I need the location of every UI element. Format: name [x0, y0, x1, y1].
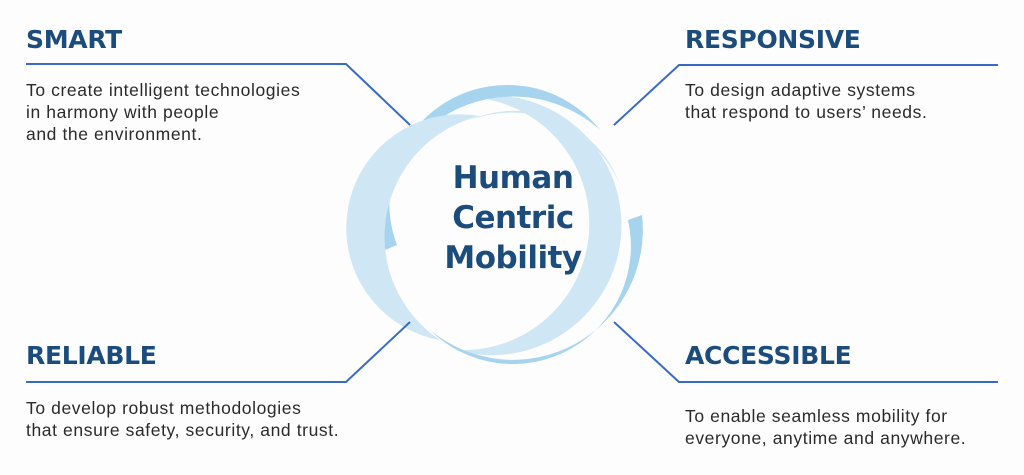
quadrant-title-reliable: RELIABLE: [26, 341, 157, 370]
description-line: To develop robust methodologies: [26, 398, 302, 418]
center-title-line: Human: [452, 160, 574, 196]
description-line: everyone, anytime and anywhere.: [685, 428, 967, 448]
ring-crescent-light-left: [346, 114, 480, 340]
description-line: that ensure safety, security, and trust.: [26, 420, 340, 440]
description-line: and the environment.: [26, 124, 203, 144]
quadrant-description-smart: To create intelligent technologies in ha…: [26, 79, 300, 145]
description-line: To enable seamless mobility for: [685, 406, 948, 426]
connector-reliable: [26, 321, 411, 383]
description-line: To design adaptive systems: [685, 80, 916, 100]
quadrant-title-smart: SMART: [26, 25, 122, 54]
center-title: Human Centric Mobility: [413, 158, 613, 278]
connector-smart: [26, 63, 411, 126]
description-line: that respond to users’ needs.: [685, 102, 928, 122]
quadrant-description-accessible: To enable seamless mobility for everyone…: [685, 405, 966, 449]
connector-accessible: [613, 321, 998, 383]
connector-responsive: [613, 64, 998, 126]
quadrant-title-accessible: ACCESSIBLE: [685, 341, 852, 370]
center-title-line: Mobility: [444, 240, 582, 276]
swirl-ring: [346, 84, 643, 365]
description-line: in harmony with people: [26, 102, 220, 122]
center-title-line: Centric: [452, 200, 574, 236]
ring-crescent-light-right: [455, 95, 622, 356]
description-line: To create intelligent technologies: [26, 80, 301, 100]
quadrant-description-reliable: To develop robust methodologies that ens…: [26, 397, 339, 441]
quadrant-title-responsive: RESPONSIVE: [685, 25, 861, 54]
quadrant-description-responsive: To design adaptive systems that respond …: [685, 79, 927, 123]
